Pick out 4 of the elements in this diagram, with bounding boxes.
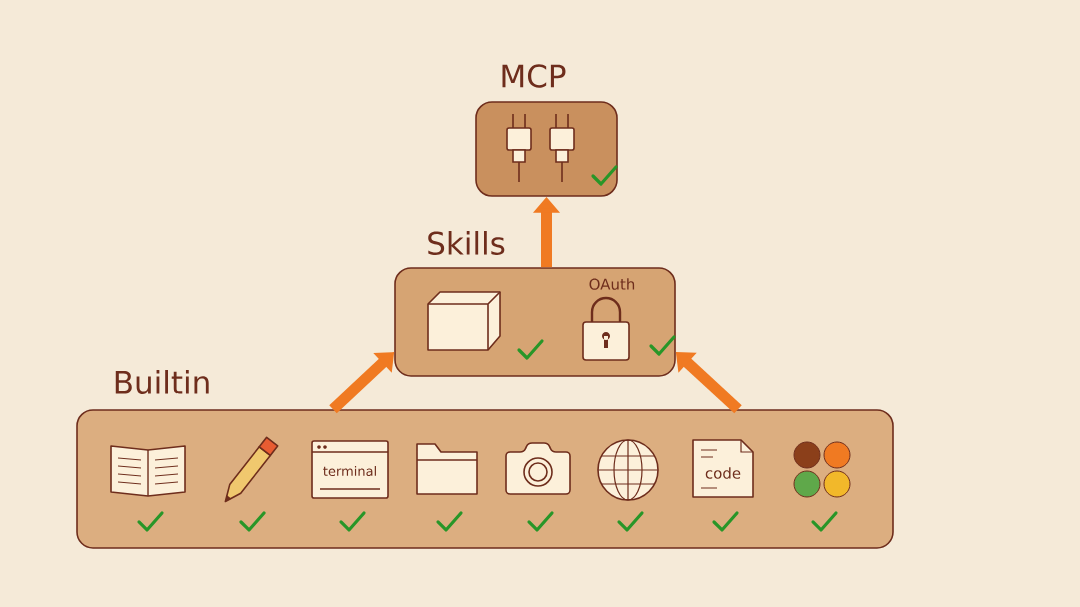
node-label: Builtin [115, 370, 209, 394]
node-label: MCP [502, 64, 566, 88]
label: OAuth [589, 278, 635, 290]
node-label: Skills [428, 231, 505, 255]
